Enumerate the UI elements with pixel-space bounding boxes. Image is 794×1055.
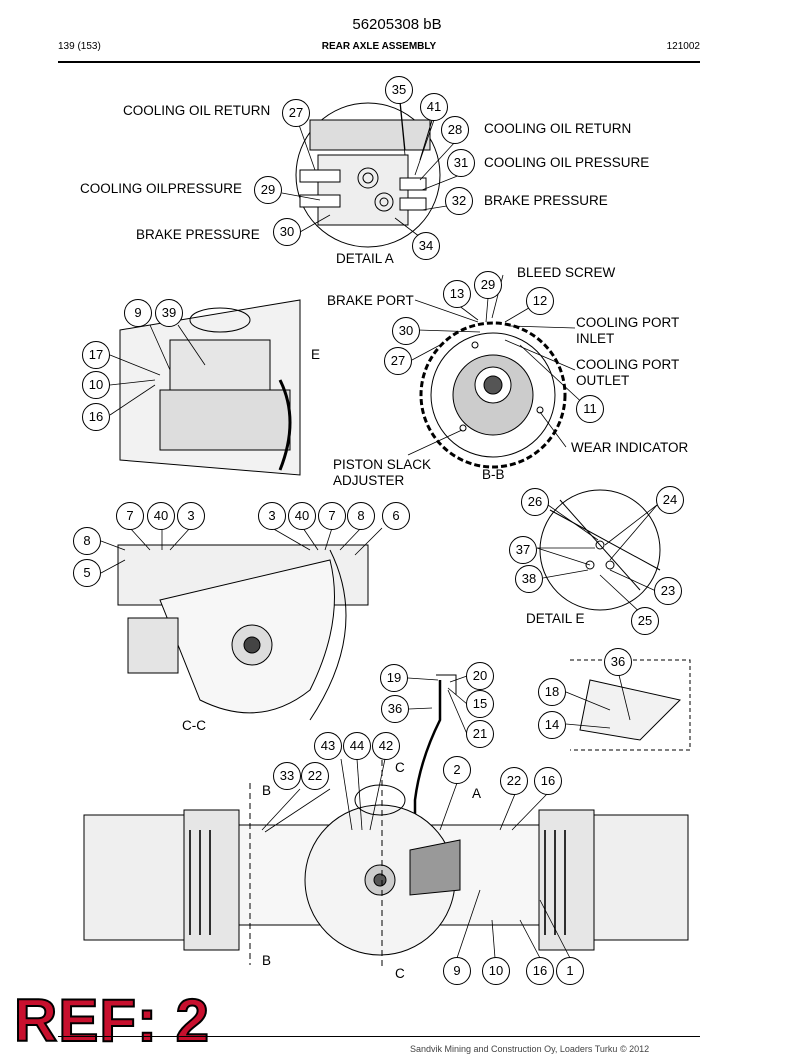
label-cooling-oil-pressure-right: COOLING OIL PRESSURE bbox=[484, 155, 650, 170]
callout: 39 bbox=[155, 299, 183, 327]
callout: 10 bbox=[482, 957, 510, 985]
label-cooling-port-inlet: COOLING PORT INLET bbox=[576, 315, 680, 346]
callout: 36 bbox=[604, 648, 632, 676]
caption-cc: C-C bbox=[182, 718, 206, 733]
callout: 2 bbox=[443, 756, 471, 784]
label-cooling-port-outlet: COOLING PORT OUTLET bbox=[576, 357, 680, 388]
label-brake-pressure-left: BRAKE PRESSURE bbox=[136, 227, 260, 242]
callout: 7 bbox=[318, 502, 346, 530]
callout: 38 bbox=[515, 565, 543, 593]
callout: 17 bbox=[82, 341, 110, 369]
callout: 11 bbox=[576, 395, 604, 423]
callout: 28 bbox=[441, 116, 469, 144]
callout: 9 bbox=[443, 957, 471, 985]
callout: 26 bbox=[521, 488, 549, 516]
callout: 43 bbox=[314, 732, 342, 760]
label-cooling-oil-return-left: COOLING OIL RETURN bbox=[123, 103, 271, 118]
marker-a: A bbox=[472, 786, 482, 801]
caption-detail-a: DETAIL A bbox=[336, 251, 394, 266]
callout: 3 bbox=[258, 502, 286, 530]
date-code: 121002 bbox=[666, 41, 700, 52]
label-brake-port: BRAKE PORT bbox=[327, 293, 414, 308]
callout: 42 bbox=[372, 732, 400, 760]
callout: 9 bbox=[124, 299, 152, 327]
label-brake-pressure-right: BRAKE PRESSURE bbox=[484, 193, 608, 208]
callout: 14 bbox=[538, 711, 566, 739]
callout: 13 bbox=[443, 280, 471, 308]
callout: 5 bbox=[73, 559, 101, 587]
callout: 44 bbox=[343, 732, 371, 760]
label-cooling-oil-return-right: COOLING OIL RETURN bbox=[484, 121, 632, 136]
detail-a-drawing bbox=[295, 99, 441, 248]
callout: 29 bbox=[254, 176, 282, 204]
callout: 12 bbox=[526, 287, 554, 315]
callout: 41 bbox=[420, 93, 448, 121]
callout: 8 bbox=[347, 502, 375, 530]
header-rule bbox=[58, 61, 700, 63]
callout: 27 bbox=[384, 347, 412, 375]
label-cooling-oil-pressure-left: COOLING OILPRESSURE bbox=[80, 181, 243, 196]
callout: 36 bbox=[381, 695, 409, 723]
callout: 37 bbox=[509, 536, 537, 564]
callout: 6 bbox=[382, 502, 410, 530]
callout: 19 bbox=[380, 664, 408, 692]
marker-c-top: C bbox=[395, 760, 405, 775]
callout: 24 bbox=[656, 486, 684, 514]
callout: 21 bbox=[466, 720, 494, 748]
callout: 23 bbox=[654, 577, 682, 605]
callout: 25 bbox=[631, 607, 659, 635]
label-piston-slack-adjuster: PISTON SLACK ADJUSTER bbox=[333, 457, 432, 488]
callout: 29 bbox=[474, 271, 502, 299]
detail-e-drawing bbox=[539, 489, 661, 611]
callout: 32 bbox=[445, 187, 473, 215]
callout: 30 bbox=[392, 317, 420, 345]
page-number: 139 (153) bbox=[58, 41, 101, 52]
callout: 16 bbox=[526, 957, 554, 985]
hose-drawing bbox=[413, 674, 457, 835]
callout: 3 bbox=[177, 502, 205, 530]
main-axle-drawing bbox=[83, 760, 689, 968]
callout: 33 bbox=[273, 762, 301, 790]
ref-stamp: REF: 2 bbox=[13, 986, 211, 1055]
callout: 40 bbox=[147, 502, 175, 530]
callout: 10 bbox=[82, 371, 110, 399]
caption-bb: B-B bbox=[482, 467, 505, 482]
footer-rule bbox=[58, 1036, 700, 1037]
callout: 35 bbox=[385, 76, 413, 104]
callout: 8 bbox=[73, 527, 101, 555]
caption-detail-e: DETAIL E bbox=[526, 611, 585, 626]
callout: 31 bbox=[447, 149, 475, 177]
marker-b-top: B bbox=[262, 783, 272, 798]
section-bb-drawing bbox=[419, 321, 567, 469]
callout: 15 bbox=[466, 690, 494, 718]
header-row: 139 (153) REAR AXLE ASSEMBLY 121002 bbox=[58, 41, 700, 55]
callout: 27 bbox=[282, 99, 310, 127]
left-view-drawing bbox=[119, 299, 301, 476]
inset-drawing bbox=[570, 659, 691, 751]
marker-e: E bbox=[311, 347, 321, 362]
callout: 16 bbox=[82, 403, 110, 431]
callout: 22 bbox=[301, 762, 329, 790]
callout: 34 bbox=[412, 232, 440, 260]
footer-copyright: Sandvik Mining and Construction Oy, Load… bbox=[410, 1044, 650, 1054]
label-wear-indicator: WEAR INDICATOR bbox=[571, 440, 689, 455]
callout: 40 bbox=[288, 502, 316, 530]
marker-c-bottom: C bbox=[395, 966, 405, 981]
callout: 1 bbox=[556, 957, 584, 985]
section-cc-drawing bbox=[117, 544, 369, 721]
callout: 22 bbox=[500, 767, 528, 795]
callout: 30 bbox=[273, 218, 301, 246]
callout: 7 bbox=[116, 502, 144, 530]
callout: 20 bbox=[466, 662, 494, 690]
page-title: REAR AXLE ASSEMBLY bbox=[321, 41, 437, 52]
marker-b-bottom: B bbox=[262, 953, 272, 968]
callout: 16 bbox=[534, 767, 562, 795]
callout: 18 bbox=[538, 678, 566, 706]
label-bleed-screw: BLEED SCREW bbox=[517, 265, 616, 280]
document-number: 56205308 bB bbox=[352, 16, 442, 33]
